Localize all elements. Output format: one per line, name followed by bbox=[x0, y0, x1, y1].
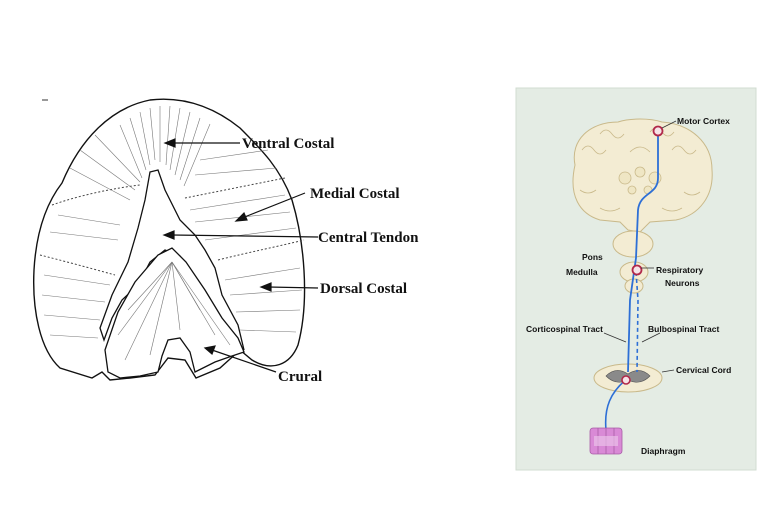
diaphragm-tissue-graphic bbox=[590, 428, 622, 454]
label-pons: Pons bbox=[582, 252, 603, 262]
diaphragm-regions-figure: Ventral Costal Medial Costal Central Ten… bbox=[34, 99, 419, 385]
label-ventral-costal: Ventral Costal bbox=[242, 136, 334, 152]
label-dorsal-costal: Dorsal Costal bbox=[320, 281, 407, 297]
label-crural: Crural bbox=[278, 369, 322, 385]
pons-shape bbox=[613, 231, 653, 257]
label-cervical-cord: Cervical Cord bbox=[676, 365, 731, 375]
label-motor-cortex: Motor Cortex bbox=[677, 116, 730, 126]
label-central-tendon: Central Tendon bbox=[318, 230, 419, 246]
label-medulla: Medulla bbox=[566, 267, 598, 277]
label-medial-costal: Medial Costal bbox=[310, 186, 400, 202]
label-respiratory: Respiratory bbox=[656, 265, 704, 275]
neural-pathway-figure: Motor Cortex Pons Medulla Respiratory Ne… bbox=[516, 88, 756, 470]
label-corticospinal-tract: Corticospinal Tract bbox=[526, 324, 603, 334]
respiratory-neuron-marker bbox=[633, 266, 642, 275]
cervical-cord-neuron-marker bbox=[622, 376, 630, 384]
label-bulbospinal-tract: Bulbospinal Tract bbox=[648, 324, 719, 334]
motor-cortex-neuron-marker bbox=[654, 127, 663, 136]
upper-cord-shape bbox=[625, 279, 643, 293]
label-neurons: Neurons bbox=[665, 278, 700, 288]
label-diaphragm: Diaphragm bbox=[641, 446, 686, 456]
